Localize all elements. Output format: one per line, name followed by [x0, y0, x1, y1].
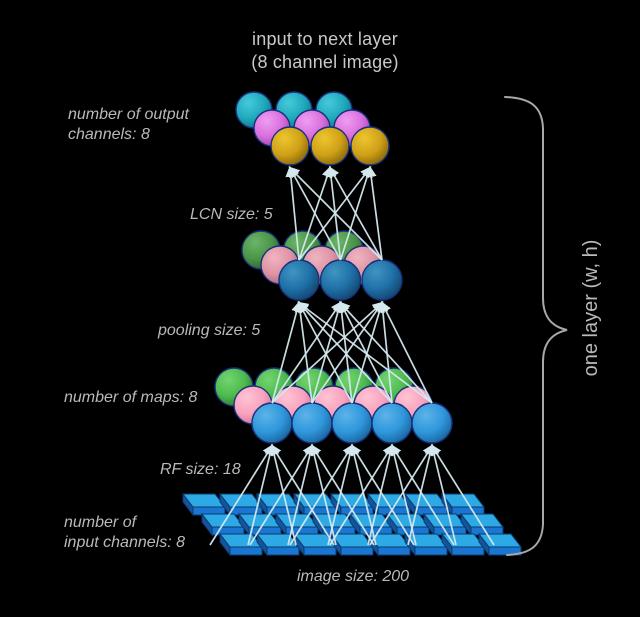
tile-top-face [440, 493, 486, 508]
input-tile [440, 492, 486, 517]
label-output-channels-line1: number of output [68, 106, 189, 123]
connection-line [271, 300, 303, 404]
input-tile [181, 492, 227, 517]
tile-front-face [377, 546, 411, 556]
connection-line [297, 301, 433, 404]
connection-line [297, 301, 393, 404]
sphere-blue_bright [371, 402, 413, 444]
label-number-of-maps: number of maps: 8 [64, 389, 198, 406]
maps-cluster [214, 367, 453, 444]
sphere-blue_bright [251, 402, 293, 444]
connection-line [249, 444, 314, 546]
tile-front-face [414, 546, 448, 556]
sphere-blue_steel [278, 259, 320, 301]
connection-line [297, 301, 353, 404]
lcn-cluster [241, 230, 403, 301]
one-layer-brace [504, 96, 568, 556]
diagram-title: input to next layer (8 channel image) [180, 28, 470, 74]
sphere-blue_steel [319, 259, 362, 301]
connection-line [430, 444, 495, 546]
connection-line [339, 301, 433, 404]
input-tile [385, 512, 431, 537]
tile-front-face [229, 546, 263, 556]
diagram-title-line2: (8 channel image) [251, 52, 399, 72]
sphere-gold [270, 126, 310, 166]
connection-line [407, 443, 436, 546]
connection-line [367, 443, 396, 546]
connection-line [288, 166, 383, 261]
diagram-title-line1: input to next layer [252, 29, 398, 49]
input-tile [329, 532, 375, 557]
connection-line [350, 444, 415, 546]
input-tile [477, 532, 523, 557]
connection-line [270, 444, 335, 546]
label-input-channels: number of input channels: 8 [64, 513, 185, 553]
connection-line [288, 166, 342, 261]
connection-line [285, 165, 300, 261]
connection-line [369, 444, 434, 546]
tile-front-face [303, 546, 337, 556]
sphere-blue_bright [411, 402, 453, 444]
connection-line [294, 300, 313, 404]
sphere-gold [350, 126, 390, 166]
connection-line [327, 443, 356, 546]
connection-line [390, 444, 455, 546]
connection-line [310, 444, 375, 546]
tile-front-face [340, 546, 374, 556]
connection-line [365, 165, 383, 261]
input-tile [255, 532, 301, 557]
connections [209, 165, 495, 546]
tile-top-face [459, 513, 505, 528]
connection-line [329, 444, 394, 546]
input-tile-grid [181, 492, 523, 557]
connection-line [328, 166, 383, 261]
input-tile [403, 532, 449, 557]
label-lcn-size: LCN size: 5 [190, 206, 273, 223]
label-pooling-size: pooling size: 5 [158, 322, 261, 339]
input-tile [255, 492, 301, 517]
sphere-blue_bright [331, 402, 373, 444]
connection-line [428, 443, 457, 546]
connection-line [289, 444, 354, 546]
input-tile [274, 512, 320, 537]
label-image-size: image size: 200 [297, 568, 410, 585]
tile-front-face [266, 546, 300, 556]
tile-front-face [451, 546, 485, 556]
sphere-blue_bright [291, 402, 333, 444]
label-input-channels-line2: input channels: 8 [64, 534, 185, 551]
connection-line [247, 443, 276, 546]
label-rf-size: RF size: 18 [160, 461, 241, 478]
connection-line [209, 444, 274, 546]
sphere-blue_steel [361, 259, 403, 301]
input-tile [459, 512, 505, 537]
sphere-gold [310, 126, 350, 166]
output-channels-cluster [235, 91, 390, 166]
input-tile [403, 492, 449, 517]
label-input-channels-line1: number of [64, 514, 137, 531]
label-one-layer: one layer (w, h) [580, 239, 602, 377]
input-tile [237, 512, 283, 537]
label-output-channels-line2: channels: 8 [68, 126, 150, 143]
connection-line [287, 443, 316, 546]
label-output-channels: number of output channels: 8 [68, 105, 189, 145]
connection-line [381, 301, 433, 404]
